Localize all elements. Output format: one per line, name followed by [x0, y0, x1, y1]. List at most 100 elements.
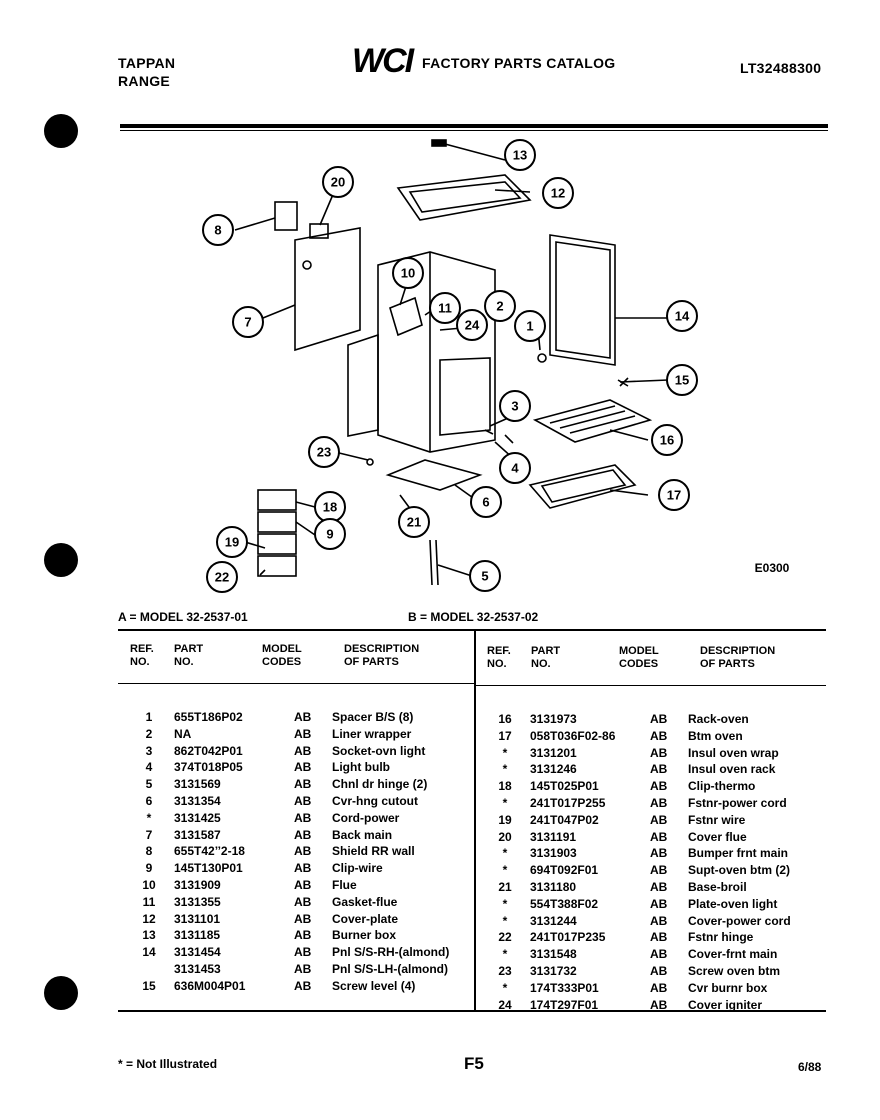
part-no-cell: 145T130P01 [174, 861, 243, 876]
front-frame-part [347, 333, 379, 437]
model-codes-cell: AB [294, 961, 312, 976]
part-no-cell: 3131587 [174, 827, 221, 842]
ref-no-cell: 9 [145, 861, 153, 876]
binder-hole-middle [44, 543, 78, 577]
part-no-cell: 3131909 [174, 877, 221, 892]
callout-5 [469, 560, 501, 592]
callout-number: 19 [225, 535, 239, 550]
model-codes-cell: AB [650, 997, 668, 1012]
ref-no-cell: 12 [142, 911, 156, 926]
model-codes-cell: AB [650, 745, 668, 760]
part-no-cell: 3131201 [530, 745, 577, 760]
ref-no-cell: 10 [142, 877, 156, 892]
part-no-cell: 241T017P255 [530, 795, 606, 810]
callout-number: 9 [326, 527, 333, 542]
description-cell: Cover-frnt main [688, 947, 778, 962]
model-codes-cell: AB [650, 896, 668, 911]
table-header-rule-left [118, 683, 474, 684]
ref-no-cell: 22 [498, 930, 512, 945]
model-b-label: B = MODEL 32-2537-02 [408, 610, 539, 624]
model-codes-cell: AB [650, 879, 668, 894]
callout-number: 20 [331, 175, 345, 190]
part-no-cell: 636M004P01 [174, 978, 246, 993]
part-no-cell: NA [174, 726, 192, 741]
callout-number: 17 [667, 488, 681, 503]
description-cell: Fstnr-power cord [688, 795, 787, 810]
ref-no-cell: 13 [142, 928, 156, 943]
ref-no-cell: * [502, 745, 508, 760]
ref-no-cell: * [502, 896, 508, 911]
description-cell: Pnl S/S-LH-(almond) [332, 961, 448, 976]
ref-no-cell: * [502, 980, 508, 995]
callout-number: 2 [496, 299, 503, 314]
back-main-part [294, 227, 361, 352]
callout-20 [322, 166, 354, 198]
callout-number: 6 [482, 495, 489, 510]
callout-4 [499, 452, 531, 484]
part-no-cell: 374T018P05 [174, 760, 243, 775]
ref-no-cell: 14 [142, 945, 156, 960]
part-no-cell: 3131180 [530, 879, 577, 894]
part-no-cell: 241T047P02 [530, 812, 599, 827]
ref-no-cell: 20 [498, 829, 512, 844]
part-no-cell: 3131355 [174, 894, 221, 909]
ref-no-cell: 21 [498, 879, 512, 894]
description-cell: Fstnr hinge [688, 930, 754, 945]
model-codes-cell: AB [294, 743, 312, 758]
callout-15 [666, 364, 698, 396]
description-cell: Cord-power [332, 810, 400, 825]
part-no-cell: 241T017P235 [530, 930, 606, 945]
callout-number: 15 [675, 373, 689, 388]
part-no-cell: 3131246 [530, 762, 577, 777]
callout-7 [232, 306, 264, 338]
callout-number: 18 [323, 500, 337, 515]
model-codes-cell: AB [650, 779, 668, 794]
callout-number: 7 [244, 315, 251, 330]
callout-19 [216, 526, 248, 558]
part-no-cell: 554T388F02 [530, 896, 599, 911]
ref-no-cell: 8 [145, 844, 153, 859]
description-cell: Chnl dr hinge (2) [332, 777, 428, 792]
callout-12 [542, 177, 574, 209]
model-codes-cell: AB [294, 844, 312, 859]
callout-11 [429, 292, 461, 324]
callout-13 [504, 139, 536, 171]
model-codes-cell: AB [294, 710, 312, 724]
not-illustrated-note: * = Not Illustrated [118, 1057, 218, 1071]
model-codes-cell: AB [294, 978, 312, 993]
part-no-cell: 3131569 [174, 777, 221, 792]
ref-no-cell [124, 961, 174, 978]
callout-number: 12 [551, 186, 565, 201]
model-codes-cell: AB [650, 812, 668, 827]
callout-number: 8 [214, 223, 221, 238]
model-codes-cell: AB [650, 963, 668, 978]
model-codes-cell: AB [650, 913, 668, 928]
bottom-oven-part [528, 464, 637, 509]
part-no-cell: 3131548 [530, 947, 577, 962]
description-cell: Pnl S/S-RH-(almond) [332, 945, 450, 960]
model-codes-cell: AB [294, 894, 312, 909]
description-cell: Btm oven [688, 728, 743, 743]
table-column-divider [474, 631, 476, 1010]
callout-3 [499, 390, 531, 422]
